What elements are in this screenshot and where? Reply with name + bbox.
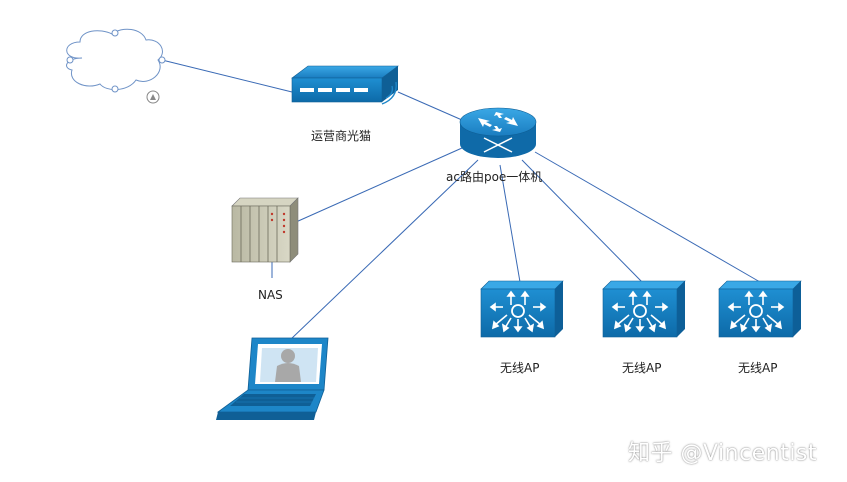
access-point-icon-2[interactable] [602,280,686,338]
nas-label: NAS [258,288,283,302]
links [161,59,761,341]
ap3-label: 无线AP [738,361,778,375]
modem-label: 运营商光猫 [311,129,372,143]
laptop-icon[interactable] [216,337,329,420]
link-router-ap3 [534,151,761,283]
watermark: 知乎 @Vincentist [628,441,818,466]
nas-icon[interactable] [231,197,299,263]
link-router-laptop [289,159,479,341]
modem-icon[interactable] [291,65,399,105]
access-point-icon-1[interactable] [480,280,564,338]
router-label: ac路由poe一体机 [446,170,543,184]
link-router-ap1 [499,164,521,283]
router-icon[interactable] [459,107,537,158]
cloud-icon[interactable] [66,28,166,104]
access-point-icon-3[interactable] [718,280,802,338]
link-router-nas [295,147,463,223]
link-modem-router [397,91,463,121]
triangle-handle-icon[interactable] [146,90,160,104]
link-router-ap2 [521,159,643,283]
ap2-label: 无线AP [622,361,662,375]
link-cloud-modem [161,59,293,93]
ap1-label: 无线AP [500,361,540,375]
